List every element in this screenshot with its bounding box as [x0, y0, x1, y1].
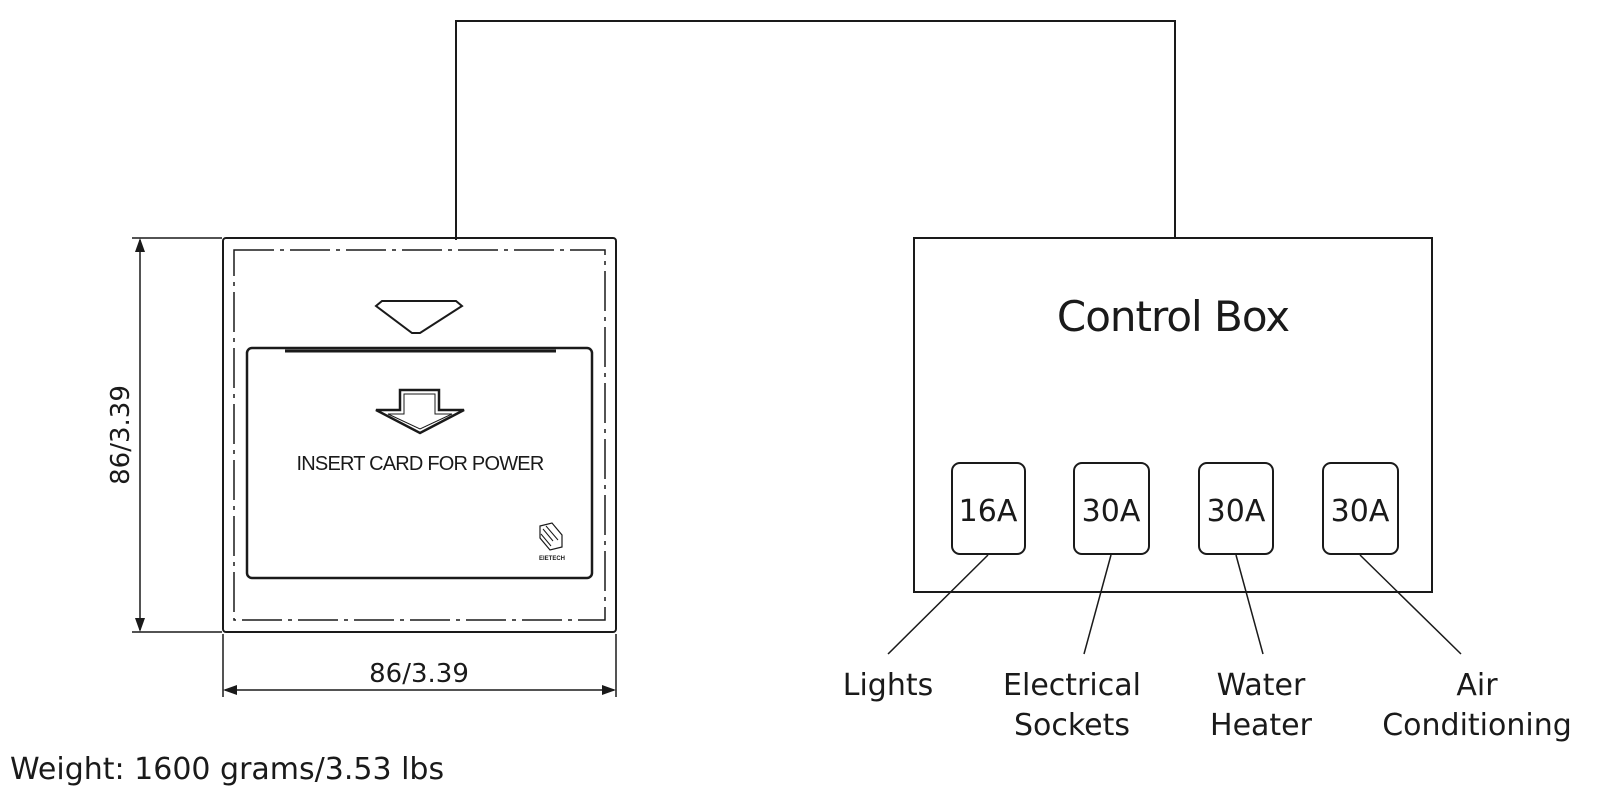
logo-text: EIETECH: [539, 556, 565, 562]
svg-text:30A: 30A: [1082, 494, 1141, 529]
label-sockets: Sockets: [1014, 708, 1130, 743]
label-lights: Lights: [843, 668, 934, 703]
insert-arrow-icon: [375, 388, 465, 435]
weight-label: Weight: 1600 grams/3.53 lbs: [10, 752, 444, 787]
connection-wire: [455, 20, 1176, 240]
breaker-water-heater: 30A: [1198, 462, 1274, 555]
svg-text:30A: 30A: [1331, 494, 1390, 529]
switch-inner-frame: [233, 249, 606, 621]
width-dimension: 86/3.39: [222, 634, 617, 697]
label-water: Water: [1217, 668, 1306, 703]
width-dimension-label: 86/3.39: [369, 659, 469, 689]
control-box: Control Box 16A 30A 30A 30A: [913, 237, 1433, 593]
label-conditioning: Conditioning: [1382, 708, 1572, 743]
leader-water-heater: [1235, 554, 1264, 655]
brand-logo: EIETECH: [539, 522, 565, 562]
card-slot-icon: [374, 300, 464, 334]
leader-sockets: [1083, 554, 1112, 655]
breaker-electrical-sockets: 30A: [1073, 462, 1150, 555]
card-instruction-text: INSERT CARD FOR POWER: [297, 453, 544, 475]
card-switch: INSERT CARD FOR POWER EIETECH: [222, 237, 617, 633]
breaker-lights: 16A: [951, 462, 1026, 555]
control-box-title: Control Box: [1057, 292, 1289, 341]
control-box-frame: [913, 237, 1433, 593]
label-heater: Heater: [1210, 708, 1313, 743]
leader-air-conditioning: [1359, 554, 1462, 655]
label-electrical: Electrical: [1003, 668, 1141, 703]
label-air: Air: [1456, 668, 1498, 703]
key-card: [245, 346, 594, 580]
breaker-air-conditioning: 30A: [1322, 462, 1399, 555]
height-dimension: 86/3.39: [106, 237, 222, 633]
svg-text:16A: 16A: [959, 494, 1018, 529]
switch-outer-frame: [222, 237, 617, 633]
svg-text:30A: 30A: [1207, 494, 1266, 529]
height-dimension-label: 86/3.39: [106, 385, 136, 485]
leader-lights: [887, 554, 989, 655]
